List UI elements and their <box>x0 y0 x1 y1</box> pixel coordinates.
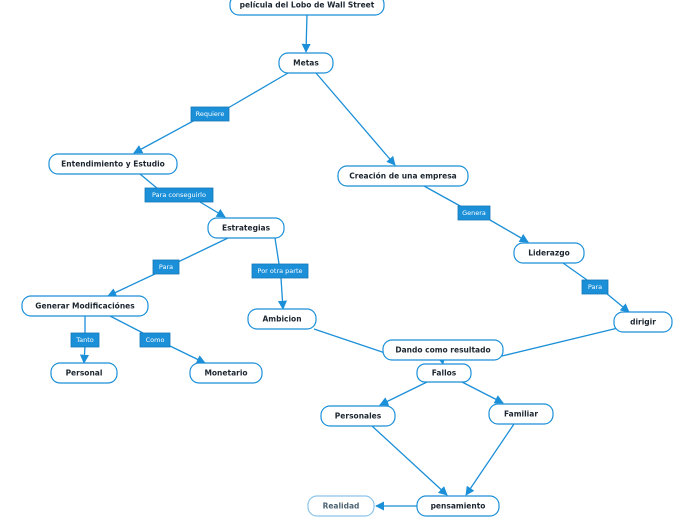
connector-como[interactable]: Como <box>139 332 171 348</box>
connector-tanto-text: Tanto <box>75 336 94 344</box>
node-root-label: película del Lobo de Wall Street <box>240 1 375 10</box>
connector-por-otra-parte[interactable]: Por otra parte <box>251 263 309 279</box>
edge-para2-dirigir <box>605 292 630 313</box>
edge-ambicion-dando <box>313 328 386 354</box>
edges <box>79 13 630 511</box>
node-familiar[interactable]: Familiar <box>488 403 554 425</box>
edge-metas-requiere <box>227 72 289 109</box>
connector-para-2-text: Para <box>588 283 602 291</box>
edge-paraconseguirlo-estrategias <box>199 201 226 218</box>
node-root[interactable]: película del Lobo de Wall Street <box>229 0 385 16</box>
node-dirigir-label: dirigir <box>630 318 656 327</box>
node-liderazgo-label: Liderazgo <box>528 249 569 258</box>
node-fallos-label: Fallos <box>432 369 457 378</box>
edge-genera-liderazgo <box>489 219 529 243</box>
node-entendimiento-label: Entendimiento y Estudio <box>61 160 165 169</box>
node-realidad-label: Realidad <box>323 502 360 511</box>
node-personales-label: Personales <box>335 412 382 421</box>
connector-como-text: Como <box>146 336 165 344</box>
connector-para-2[interactable]: Para <box>581 279 609 295</box>
connector-genera[interactable]: Genera <box>457 205 491 221</box>
edge-generar-como <box>109 315 144 334</box>
edge-metas-creacion <box>315 72 396 166</box>
node-creacion[interactable]: Creación de una empresa <box>337 165 469 187</box>
node-dando-label: Dando como resultado <box>395 346 490 355</box>
node-generar[interactable]: Generar Modificaciónes <box>21 295 149 317</box>
edge-creacion-genera <box>423 185 463 208</box>
connector-requiere-text: Requiere <box>196 110 225 118</box>
edge-estrategias-porotraparte <box>274 237 280 265</box>
edge-root-metas <box>301 13 311 53</box>
node-entendimiento[interactable]: Entendimiento y Estudio <box>48 153 178 175</box>
connector-tanto[interactable]: Tanto <box>70 332 100 348</box>
node-familiar-label: Familiar <box>504 410 538 419</box>
edge-tanto-personal <box>79 345 90 364</box>
node-dirigir[interactable]: dirigir <box>613 311 673 333</box>
node-personal-label: Personal <box>66 369 103 378</box>
node-monetario[interactable]: Monetario <box>189 362 263 384</box>
node-estrategias-label: Estrategias <box>222 224 271 233</box>
node-generar-label: Generar Modificaciónes <box>35 302 135 311</box>
edge-para1-generar <box>107 272 158 297</box>
edge-como-monetario <box>169 345 206 364</box>
node-pensamiento[interactable]: pensamiento <box>416 495 500 517</box>
edge-personales-pensamiento <box>371 425 448 496</box>
node-dando[interactable]: Dando como resultado <box>382 339 504 361</box>
edge-familiar-pensamiento <box>465 423 515 496</box>
edge-dando-fallos <box>436 354 446 365</box>
edge-porotraparte-ambicion <box>277 277 288 310</box>
connector-para-conseguirlo[interactable]: Para conseguirlo <box>144 187 214 203</box>
node-monetario-label: Monetario <box>204 369 247 378</box>
connector-por-otra-parte-text: Por otra parte <box>258 267 303 275</box>
node-ambicion[interactable]: Ambicion <box>247 308 317 330</box>
node-creacion-label: Creación de una empresa <box>349 172 456 181</box>
node-personales[interactable]: Personales <box>320 405 396 427</box>
node-realidad[interactable]: Realidad <box>307 495 375 517</box>
edge-fallos-familiar <box>461 381 504 404</box>
connector-para-1-text: Para <box>159 263 173 271</box>
edge-requiere-entendimiento <box>133 119 196 154</box>
node-estrategias[interactable]: Estrategias <box>207 217 285 239</box>
edge-estrategias-para1 <box>177 237 229 263</box>
edge-entendimiento-paraconseguirlo <box>139 173 159 190</box>
node-ambicion-label: Ambicion <box>262 315 301 324</box>
node-metas[interactable]: Metas <box>278 52 334 74</box>
edge-liderazgo-para2 <box>562 262 588 281</box>
edge-fallos-personales <box>379 381 428 406</box>
connector-para-1[interactable]: Para <box>152 259 180 275</box>
node-pensamiento-label: pensamiento <box>431 502 486 511</box>
node-personal[interactable]: Personal <box>50 362 118 384</box>
connector-requiere[interactable]: Requiere <box>190 106 230 122</box>
node-liderazgo[interactable]: Liderazgo <box>513 242 585 264</box>
node-fallos[interactable]: Fallos <box>416 363 472 383</box>
node-metas-label: Metas <box>293 59 319 68</box>
connector-genera-text: Genera <box>462 209 486 217</box>
edge-dirigir-dando <box>501 327 619 357</box>
connector-para-conseguirlo-text: Para conseguirlo <box>152 191 206 199</box>
